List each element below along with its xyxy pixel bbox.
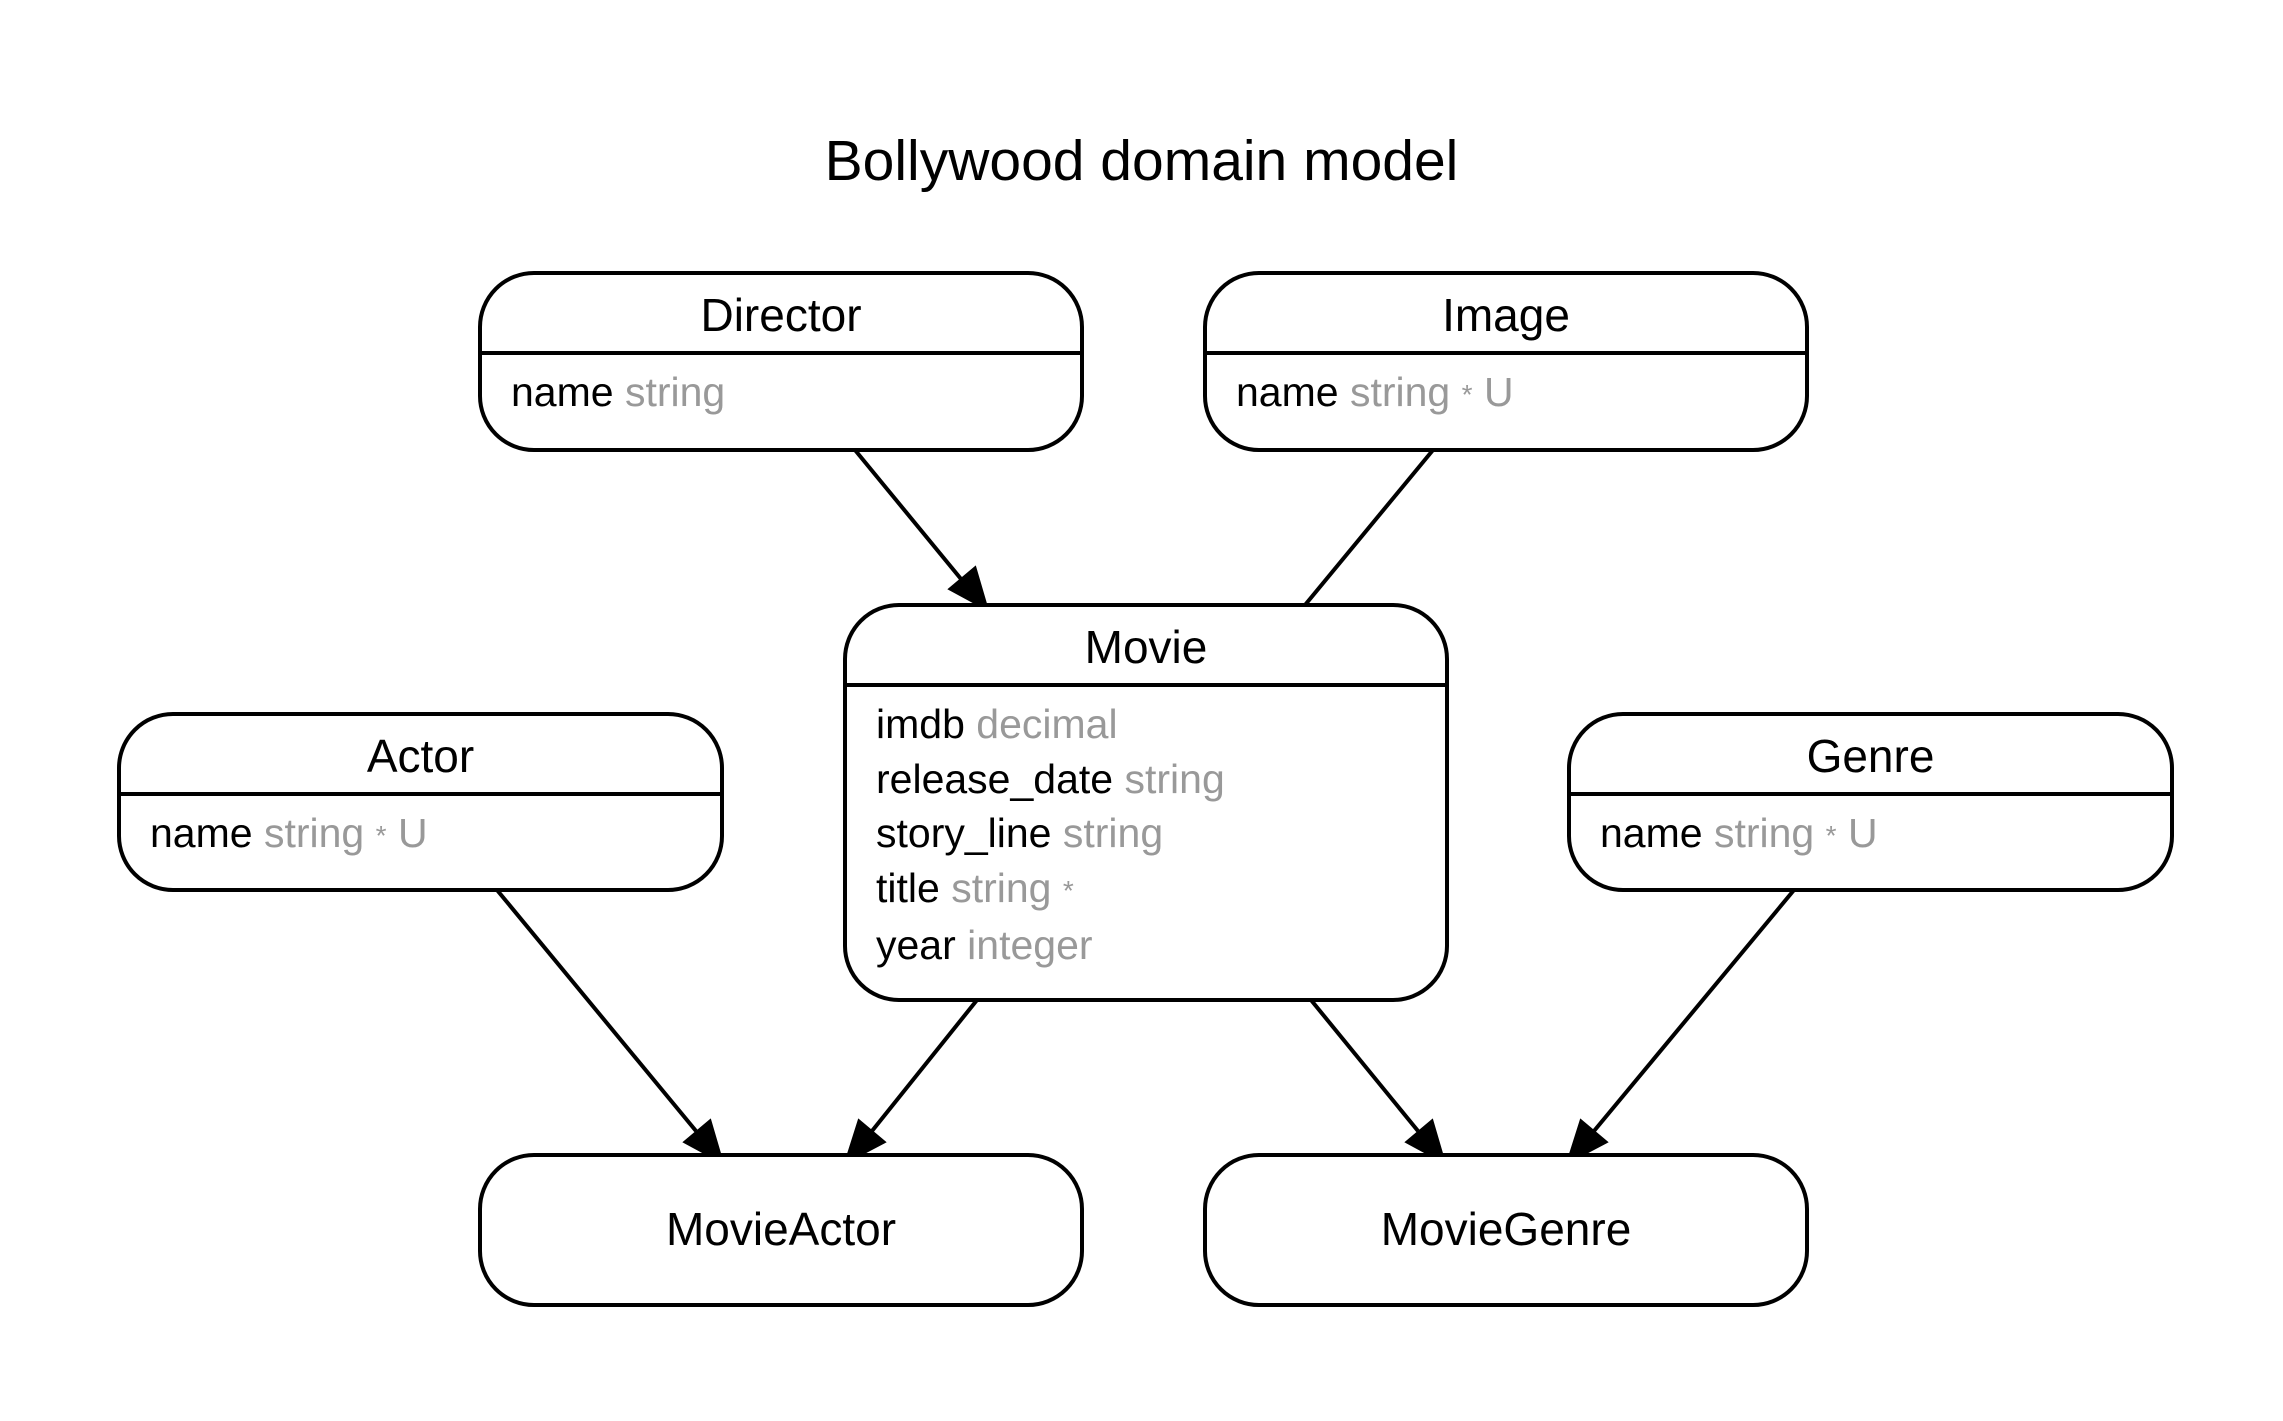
attribute-list: name string * U bbox=[1571, 796, 2170, 864]
attribute-row: release_date string bbox=[876, 752, 1445, 807]
required-marker: * bbox=[1062, 874, 1074, 906]
attribute-name: imdb bbox=[876, 701, 965, 747]
required-marker: * bbox=[1825, 820, 1837, 851]
attribute-type: string bbox=[624, 369, 726, 415]
attribute-type: string bbox=[1713, 810, 1815, 856]
entity-name: MovieGenre bbox=[1380, 1203, 1632, 1255]
entity-movie[interactable]: Movie imdb decimal release_date string s… bbox=[843, 603, 1449, 1002]
attribute-name: name bbox=[1600, 810, 1703, 856]
edge-movie-movieactor bbox=[843, 998, 979, 1166]
attribute-type: string bbox=[1349, 369, 1451, 415]
attribute-list: name string * U bbox=[1207, 355, 1805, 423]
entity-moviegenre[interactable]: MovieGenre bbox=[1203, 1153, 1809, 1307]
entity-name: MovieActor bbox=[665, 1203, 897, 1255]
attribute-name: title bbox=[876, 864, 940, 911]
entity-name: Actor bbox=[121, 716, 720, 796]
attribute-name: name bbox=[150, 810, 253, 856]
attribute-list: imdb decimal release_date string story_l… bbox=[847, 687, 1445, 973]
edge-movie-moviegenre bbox=[1309, 998, 1447, 1166]
attribute-type: string bbox=[1062, 810, 1164, 856]
entity-name: Image bbox=[1207, 275, 1805, 355]
edge-actor-movieactor bbox=[495, 888, 725, 1166]
attribute-row: name string bbox=[511, 365, 1080, 420]
unique-marker: U bbox=[397, 810, 428, 856]
attribute-type: string bbox=[1124, 755, 1225, 802]
entity-movieactor[interactable]: MovieActor bbox=[478, 1153, 1084, 1307]
entity-name: Movie bbox=[847, 607, 1445, 687]
entity-genre[interactable]: Genre name string * U bbox=[1567, 712, 2174, 892]
entity-director[interactable]: Director name string bbox=[478, 271, 1084, 452]
attribute-name: release_date bbox=[876, 755, 1114, 802]
unique-marker: U bbox=[1483, 369, 1514, 415]
required-marker: * bbox=[1461, 379, 1473, 410]
attribute-row: name string * U bbox=[1236, 365, 1805, 423]
attribute-type: integer bbox=[967, 922, 1093, 968]
attribute-name: story_line bbox=[876, 810, 1052, 856]
edge-director-movie bbox=[853, 448, 990, 613]
required-marker: * bbox=[375, 820, 387, 851]
entity-actor[interactable]: Actor name string * U bbox=[117, 712, 724, 892]
attribute-type: string bbox=[263, 810, 365, 856]
attribute-row: title string * bbox=[876, 861, 1445, 919]
attribute-row: imdb decimal bbox=[876, 697, 1445, 752]
attribute-name: name bbox=[1236, 369, 1339, 415]
entity-name: Director bbox=[482, 275, 1080, 355]
attribute-name: year bbox=[876, 922, 956, 968]
attribute-row: year integer bbox=[876, 918, 1445, 973]
attribute-row: story_line string bbox=[876, 806, 1445, 861]
attribute-type: decimal bbox=[976, 701, 1118, 747]
entity-image[interactable]: Image name string * U bbox=[1203, 271, 1809, 452]
attribute-name: name bbox=[511, 369, 614, 415]
attribute-list: name string * U bbox=[121, 796, 720, 864]
attribute-row: name string * U bbox=[150, 806, 720, 864]
attribute-type: string bbox=[951, 864, 1052, 911]
attribute-row: name string * U bbox=[1600, 806, 2170, 864]
edge-image-movie bbox=[1303, 448, 1435, 607]
edge-genre-moviegenre bbox=[1565, 888, 1796, 1166]
attribute-list: name string bbox=[482, 355, 1080, 420]
diagram-title: Bollywood domain model bbox=[824, 129, 1459, 193]
entity-name: Genre bbox=[1571, 716, 2170, 796]
unique-marker: U bbox=[1847, 810, 1878, 856]
